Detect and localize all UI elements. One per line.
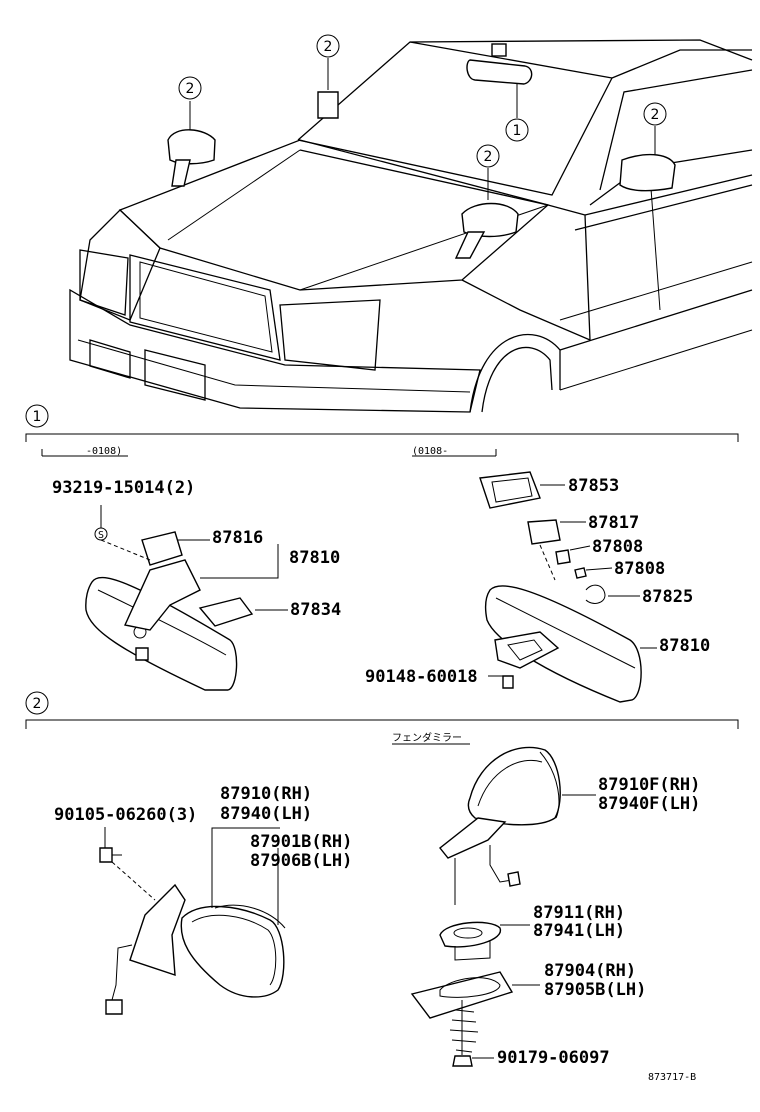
- drawing-code: 873717-B: [648, 1072, 696, 1083]
- label-87905b-lh: 87905B(LH): [544, 980, 646, 1000]
- label-90148-60018: 90148-60018: [365, 667, 478, 687]
- label-87834: 87834: [290, 600, 341, 620]
- label-87906b-lh: 87906B(LH): [250, 851, 352, 871]
- svg-text:S: S: [98, 530, 104, 541]
- section-2-subtitle: フェンダミラー: [392, 731, 462, 744]
- label-87810-right: 87810: [659, 636, 710, 656]
- section-2-marker: 2: [33, 696, 42, 712]
- label-87940f-lh: 87940F(LH): [598, 794, 700, 814]
- label-87910f-rh: 87910F(RH): [598, 775, 700, 795]
- callout-2-door: 2: [651, 107, 660, 123]
- label-87817: 87817: [588, 513, 639, 533]
- section-1-left-range: -0108): [86, 446, 122, 457]
- callout-2-left-fender: 2: [186, 81, 195, 97]
- label-87910-rh: 87910(RH): [220, 784, 312, 804]
- label-87825: 87825: [642, 587, 693, 607]
- label-87853: 87853: [568, 476, 619, 496]
- fender-mirror-right: [467, 746, 561, 826]
- label-87941-lh: 87941(LH): [533, 921, 625, 941]
- label-90105-06260: 90105-06260(3): [54, 805, 197, 825]
- label-87911-rh: 87911(RH): [533, 903, 625, 923]
- label-87816: 87816: [212, 528, 263, 548]
- callout-1-inner-mirror: 1: [513, 123, 522, 139]
- section-1: 1 -0108) (0108- S 93219-15014(2) 87816 8…: [25, 404, 739, 703]
- label-87904-rh: 87904(RH): [544, 961, 636, 981]
- label-87808-a: 87808: [592, 537, 643, 557]
- label-87901b-rh: 87901B(RH): [250, 832, 352, 852]
- section-1-right-range: (0108-: [412, 446, 448, 457]
- label-90179-06097: 90179-06097: [497, 1048, 610, 1068]
- label-87810-left: 87810: [289, 548, 340, 568]
- label-87940-lh: 87940(LH): [220, 804, 312, 824]
- fender-mirror-left: [180, 905, 285, 998]
- inner-mirror-right: [484, 585, 642, 703]
- callout-2-pillar: 2: [324, 39, 333, 55]
- inner-mirror-left: [85, 576, 238, 691]
- label-87808-b: 87808: [614, 559, 665, 579]
- section-2: 2 フェンダミラー 90105-06260(3) 87910(RH) 87940…: [25, 691, 739, 1068]
- callout-2-right-fender: 2: [484, 149, 493, 165]
- car-illustration: 2 2 1 2 2: [69, 34, 753, 413]
- section-1-marker: 1: [33, 409, 42, 425]
- label-93219-15014: 93219-15014(2): [52, 478, 195, 498]
